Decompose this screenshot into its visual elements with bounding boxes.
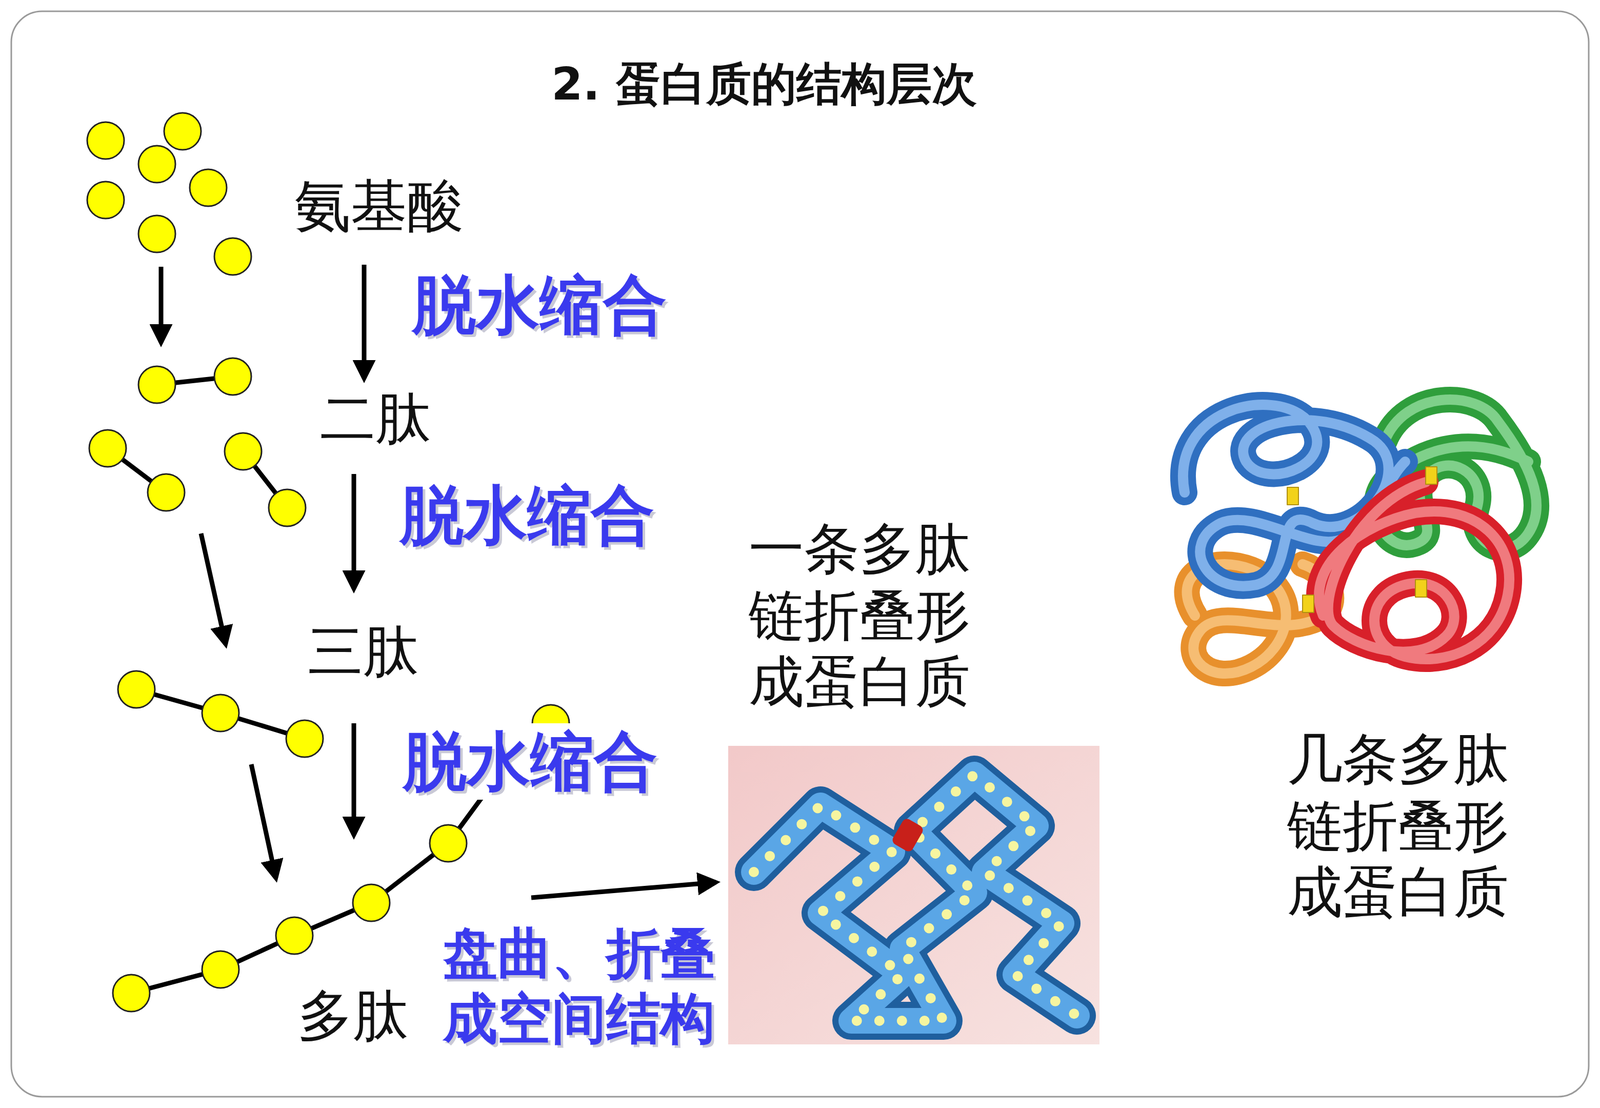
folded-polypeptide [728, 745, 1100, 1045]
amino-acid-dot [147, 473, 185, 511]
amino-acid-dot [224, 432, 262, 470]
multi-chain-protein [1183, 399, 1537, 674]
multi-chain-protein [1318, 482, 1510, 659]
amino-acid-dot [268, 489, 306, 527]
stage-label: 多肽 [297, 982, 409, 1049]
amino-acid-dot [202, 950, 239, 988]
amino-acid-dot [214, 357, 252, 395]
amino-acid-dot [275, 916, 313, 954]
amino-acid-dot [87, 122, 125, 159]
multi-chain-protein [1287, 487, 1299, 505]
folded-polypeptide [753, 774, 1077, 1021]
amino-acid-dot [286, 720, 324, 757]
amino-acid-dot [138, 145, 176, 183]
amino-acid-dot [164, 112, 202, 150]
flow-arrow [158, 266, 164, 343]
flow-arrow [362, 264, 367, 379]
folded-polypeptide [728, 745, 1100, 1045]
multi-chain-protein [1415, 579, 1427, 597]
flow-arrow [161, 264, 716, 898]
slide-frame [11, 11, 1589, 1097]
multi-chain-protein [1183, 404, 1406, 586]
multi-chain-protein [1183, 404, 1406, 586]
amino-acid-dot [87, 112, 570, 1012]
flow-arrow [251, 764, 276, 878]
slide-title: 2. 蛋白质的结构层次 [551, 53, 977, 115]
stage-label: 三肽 [307, 617, 419, 685]
amino-acid-dot [138, 366, 176, 404]
folded-polypeptide [753, 774, 1077, 1021]
amino-acid-dot [202, 694, 239, 732]
peptide-bond [136, 689, 305, 739]
flow-arrow [351, 723, 357, 835]
process-label: 脱水缩合 [400, 723, 661, 800]
note-label: 几条多肽 链折叠形 成蛋白质 [1287, 725, 1509, 926]
folded-polypeptide [753, 774, 1077, 1021]
flow-arrow [531, 882, 716, 898]
note-label: 一条多肽 链折叠形 成蛋白质 [748, 515, 971, 715]
amino-acid-dot [138, 215, 176, 253]
process-label: 脱水缩合 [400, 476, 655, 554]
stage-label: 氨基酸 [294, 171, 464, 240]
peptide-bond [107, 376, 551, 993]
amino-acid-dot [352, 884, 390, 922]
amino-acid-dot [112, 974, 150, 1012]
stage-label: 二肽 [320, 385, 431, 452]
amino-acid-dot [189, 169, 227, 207]
amino-acid-dot [117, 670, 155, 708]
multi-chain-protein [1318, 482, 1510, 659]
flow-arrow [201, 533, 226, 645]
process-label: 盘曲、折叠 成空间结构 [443, 920, 715, 1051]
amino-acid-dot [87, 181, 125, 219]
amino-acid-dot [429, 824, 467, 862]
flow-arrow [351, 473, 357, 589]
process-label: 脱水缩合 [412, 266, 667, 344]
multi-chain-protein [1302, 594, 1314, 613]
multi-chain-protein [1425, 466, 1437, 485]
folded-polypeptide [890, 816, 925, 853]
amino-acid-dot [214, 237, 252, 275]
amino-acid-dot [89, 429, 127, 467]
